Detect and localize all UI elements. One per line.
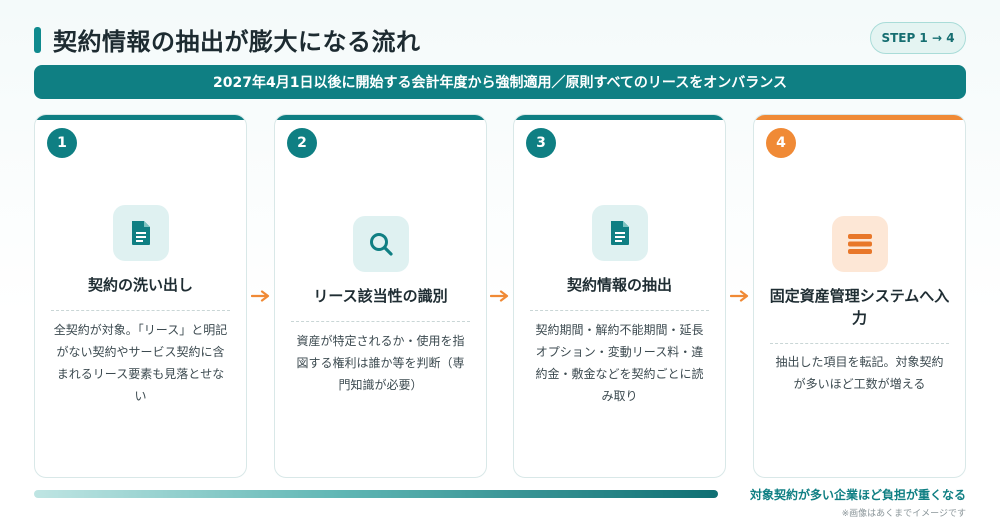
step-number-badge: 1 [47,128,77,158]
card-top-accent [514,115,725,120]
step-card-4: 4 固定資産管理システムへ入力 抽出した項目を転記。対象契約が多いほど工数が増え… [753,114,966,478]
search-icon [352,216,409,272]
step-number-badge: 3 [526,128,556,158]
title-accent-bar [34,26,41,53]
step-number-badge: 2 [287,128,317,158]
burden-label: 対象契約が多い企業ほど負担が重くなる [749,488,966,502]
step-number-badge: 4 [766,128,796,158]
step-card-2: 2 リース該当性の識別 資産が特定されるか・使用を指図する権利は誰か等を判断（専… [274,114,487,478]
arrow-right-icon [489,289,511,303]
step-title: リース該当性の識別 [313,287,448,305]
step-description: 資産が特定されるか・使用を指図する権利は誰か等を判断（専門知識が必要） [296,334,465,392]
step-title: 契約の洗い出し [87,276,193,294]
card-top-accent [35,115,246,120]
info-banner: 2027年4月1日以後に開始する会計年度から強制適用／原則すべてのリースをオンバ… [34,65,966,99]
document-icon [112,205,169,261]
image-note: ※画像はあくまでイメージです [841,509,966,519]
arrow-right-icon [250,289,272,303]
step-title: 契約情報の抽出 [566,276,672,294]
card-divider [51,310,230,311]
burden-gradient-bar [34,490,718,498]
document-icon [591,205,648,261]
card-top-accent [275,115,486,120]
page-title: 契約情報の抽出が膨大になる流れ [53,28,421,56]
step-card-3: 3 契約情報の抽出 契約期間・解約不能期間・延長オプション・変動リース料・違約金… [513,114,726,478]
arrow-right-icon [729,289,751,303]
card-divider [291,321,470,322]
step-description: 抽出した項目を転記。対象契約が多いほど工数が増える [775,355,944,391]
menu-bars-icon [831,216,888,272]
page-header: 契約情報の抽出が膨大になる流れ [34,22,421,57]
step-badge: STEP 1 → 4 [870,22,966,54]
step-description: 全契約が対象。「リース」と明記がない契約やサービス契約に含まれるリース要素も見落… [53,323,228,403]
card-divider [770,343,949,344]
card-divider [530,310,709,311]
step-card-1: 1 契約の洗い出し 全契約が対象。「リース」と明記がない契約やサービス契約に含ま… [34,114,247,478]
step-description: 契約期間・解約不能期間・延長オプション・変動リース料・違約金・敷金などを契約ごと… [535,323,704,403]
card-top-accent [754,115,965,120]
step-title: 固定資産管理システムへ入力 [769,287,950,327]
